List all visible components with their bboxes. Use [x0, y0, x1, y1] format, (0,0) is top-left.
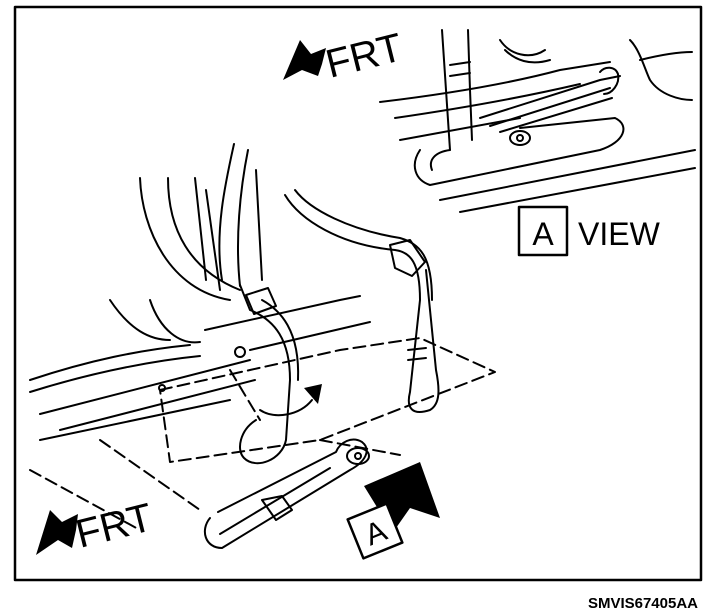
main-seat-illustration — [29, 143, 496, 531]
view-a-text: VIEW — [578, 216, 661, 252]
figure-code: SMVIS67405AA — [588, 595, 698, 612]
figure-frame — [13, 5, 703, 582]
arrow-a-letter-box — [346, 502, 404, 560]
front-direction-arrow-bottom-icon — [36, 510, 78, 555]
detail-view-a-illustration — [379, 29, 696, 213]
view-a-label: A VIEW — [517, 205, 661, 257]
frt-arrow-bottom: FRT — [36, 495, 157, 557]
rotation-arrow-icon — [304, 384, 322, 404]
view-a-letter: A — [532, 216, 554, 252]
anchor-plate-illustration — [203, 438, 370, 549]
frt-arrow-top: FRT — [283, 25, 407, 87]
frt-label-top: FRT — [322, 25, 407, 86]
view-a-direction-arrow: A — [346, 462, 440, 560]
view-a-letter-box — [517, 205, 569, 257]
frt-label-bottom: FRT — [72, 495, 157, 556]
front-direction-arrow-top-icon — [283, 40, 326, 80]
